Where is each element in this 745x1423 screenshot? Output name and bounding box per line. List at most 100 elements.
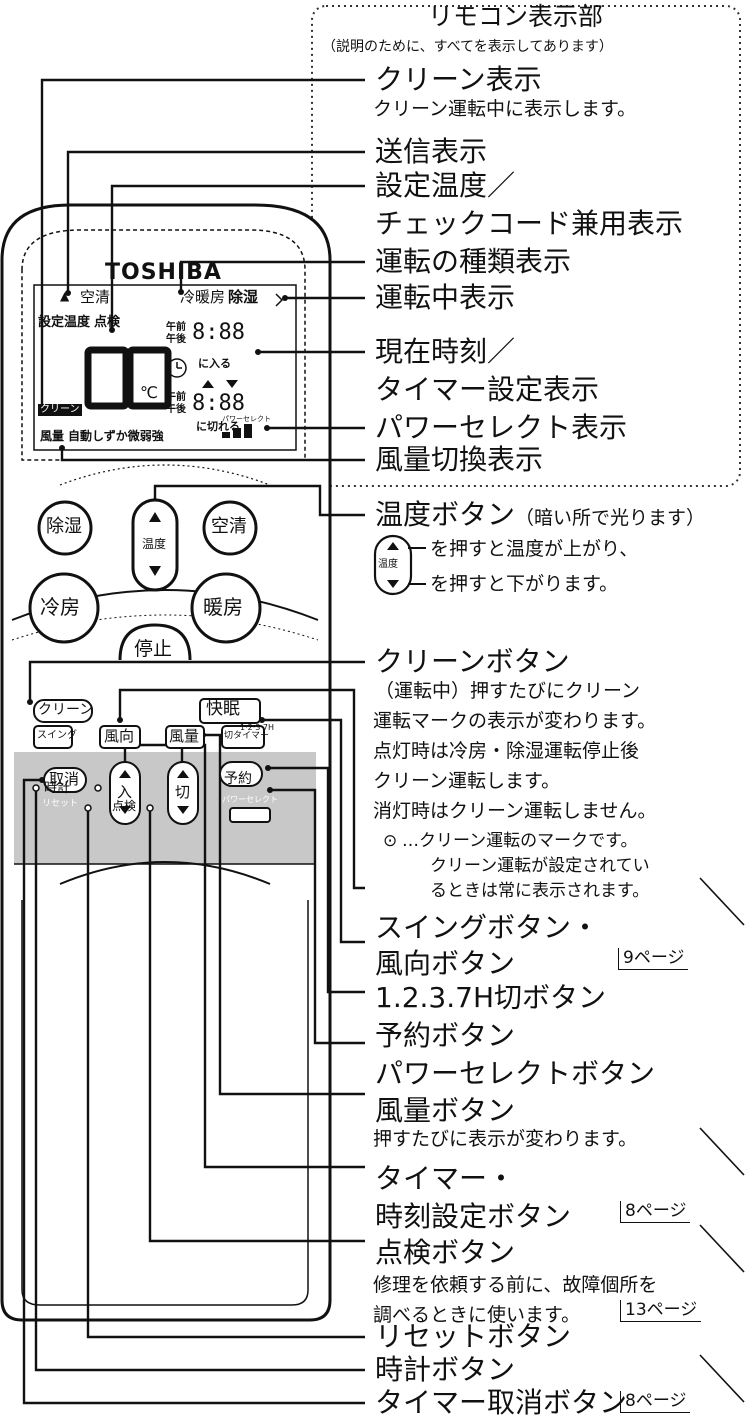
dehum-button[interactable]: [37, 500, 93, 556]
lcd-modes: 冷暖房: [180, 288, 226, 306]
clock-button[interactable]: [32, 784, 40, 792]
lcd-off-label: に切れる: [196, 420, 240, 433]
callout-clean-display: クリーン表示: [375, 63, 542, 96]
brand-logo: TOSHIBA: [105, 260, 222, 285]
power-select-button[interactable]: [229, 807, 271, 823]
lcd-pm-2: 午後: [166, 404, 186, 415]
off-timer-button[interactable]: [221, 725, 265, 749]
on-timer-button[interactable]: [109, 761, 141, 825]
lcd-power-bars: [222, 424, 252, 438]
air-clean-button[interactable]: [202, 500, 258, 556]
lcd-running-icon: [275, 293, 284, 307]
stop-button-label: 停止: [134, 638, 173, 660]
callout-send-display: 送信表示: [375, 135, 488, 168]
lcd-check: 点検: [94, 315, 121, 330]
sleep-button-label: 快眠: [206, 699, 240, 719]
lcd-time-on: 8:88: [192, 320, 245, 345]
fan-button[interactable]: [165, 725, 205, 749]
clean-button[interactable]: [33, 699, 93, 723]
callout-fan-display: 風量切換表示: [375, 443, 544, 476]
power-select-button-label: パワーセレクト: [222, 795, 278, 804]
cool-button-label: 冷房: [40, 595, 80, 619]
callout-clean-button: クリーンボタン: [375, 645, 570, 678]
lcd-time-off: 8:88: [192, 391, 245, 416]
callout-power-select-display: パワーセレクト表示: [375, 411, 628, 444]
page-ref-cancel[interactable]: 8ページ: [620, 1391, 691, 1413]
cancel-button-label: 取消: [49, 770, 80, 788]
callout-clock-display-2: タイマー設定表示: [375, 373, 600, 406]
lcd-pm: 午後: [166, 334, 186, 345]
temp-button-label: 温度: [142, 537, 167, 551]
callout-fan-desc: 押すたびに表示が変わります。: [373, 1128, 638, 1150]
reserve-button-label: 予約: [224, 771, 252, 787]
reset-button-label: リセット: [42, 799, 79, 809]
off-set-button[interactable]: [167, 761, 199, 825]
reserve-button[interactable]: [219, 761, 263, 787]
callout-temp-button: 温度ボタン（暗い所で光ります）: [375, 501, 705, 529]
callout-power-select-button: パワーセレクトボタン: [375, 1057, 656, 1090]
callout-set-temp: 設定温度／: [375, 169, 516, 202]
callout-clean-desc-1: （運転中）押すたびにクリーン: [375, 680, 641, 702]
callout-clean-note-1: …クリーン運転のマークです。: [402, 831, 638, 851]
cool-button[interactable]: [28, 572, 100, 644]
lcd-clock-icon: [167, 358, 187, 378]
check-button[interactable]: [146, 804, 154, 812]
check-button-label: 点検: [112, 799, 137, 813]
lcd-on-label: に入る: [198, 357, 231, 370]
clean-button-label: クリーン: [38, 702, 94, 718]
lcd-am: 午前: [166, 322, 186, 333]
lcd-dehum: 除湿: [228, 288, 259, 306]
callout-temp-button-title: 温度ボタン: [375, 498, 516, 531]
lcd-seven-seg-temp: [84, 346, 172, 410]
display-section-title: リモコン表示部: [428, 2, 604, 31]
callout-clock-display: 現在時刻／: [375, 335, 516, 368]
callout-fan-button: 風量ボタン: [375, 1094, 516, 1127]
direction-button[interactable]: [99, 725, 141, 749]
callout-check-desc-1: 修理を依頼する前に、故障個所を: [373, 1274, 658, 1296]
page-ref-swing[interactable]: 9ページ: [618, 948, 689, 970]
lcd-unit: ℃: [140, 383, 158, 402]
callout-reset-button: リセットボタン: [375, 1320, 572, 1353]
lcd-fan-label: 風量: [40, 429, 65, 443]
callout-clock-button: 時計ボタン: [375, 1353, 516, 1386]
lcd-clean-mark: クリーン: [38, 404, 82, 416]
clean-mark-icon: ⊙: [383, 831, 398, 851]
callout-clean-desc-5: 消灯時はクリーン運転しません。: [373, 800, 657, 822]
callout-check-button: 点検ボタン: [375, 1236, 516, 1269]
stop-button[interactable]: [118, 623, 192, 661]
temp-button[interactable]: [131, 498, 179, 592]
callout-timer-cancel-button: タイマー取消ボタン: [375, 1386, 628, 1419]
clock-button-label: 時計: [44, 781, 71, 796]
page-ref-check[interactable]: 13ページ: [620, 1300, 702, 1322]
callout-temp-button-desc-2: を押すと下がります。: [430, 573, 619, 595]
off-button-label: 切: [175, 783, 191, 801]
lcd-air-clean: 空清: [80, 288, 111, 306]
reset-button[interactable]: [84, 804, 92, 812]
swing-button[interactable]: [33, 725, 73, 749]
callout-timer-set-button-2: 時刻設定ボタン: [375, 1200, 572, 1233]
on-button-label: 入: [117, 783, 133, 801]
heat-button[interactable]: [190, 572, 262, 644]
fan-button-label: 風量: [169, 727, 200, 745]
lcd-fan-modes: 自動しずか微弱強: [68, 429, 164, 443]
air-clean-button-label: 空清: [211, 516, 247, 537]
callout-swing-button-2: 風向ボタン: [375, 947, 516, 980]
temp-inline-label: 温度: [378, 559, 398, 570]
direction-button-label: 風向: [104, 727, 135, 745]
lcd-am-2: 午前: [166, 392, 186, 403]
callout-clean-note-3: るときは常に表示されます。: [430, 881, 650, 901]
cancel-button[interactable]: [43, 767, 87, 793]
callout-clean-note-2: クリーン運転が設定されてい: [430, 856, 650, 876]
lcd-up-arrow: [202, 380, 214, 388]
page-ref-timer[interactable]: 8ページ: [620, 1201, 691, 1223]
off-timer-button-label: 切タイマー: [224, 731, 270, 741]
callout-temp-button-suffix: （暗い所で光ります）: [515, 507, 706, 529]
callout-running-display: 運転中表示: [375, 281, 516, 314]
callout-check-desc-2: 調べるときに使います。: [373, 1304, 581, 1326]
display-section-note: （説明のために、すべてを表示してあります）: [322, 39, 613, 55]
sleep-button[interactable]: [199, 698, 261, 724]
swing-button-label: スイング: [37, 730, 77, 741]
callout-timer137-button: 1.2.3.7H切ボタン: [375, 981, 607, 1014]
remote-display-frame: [21, 229, 306, 461]
